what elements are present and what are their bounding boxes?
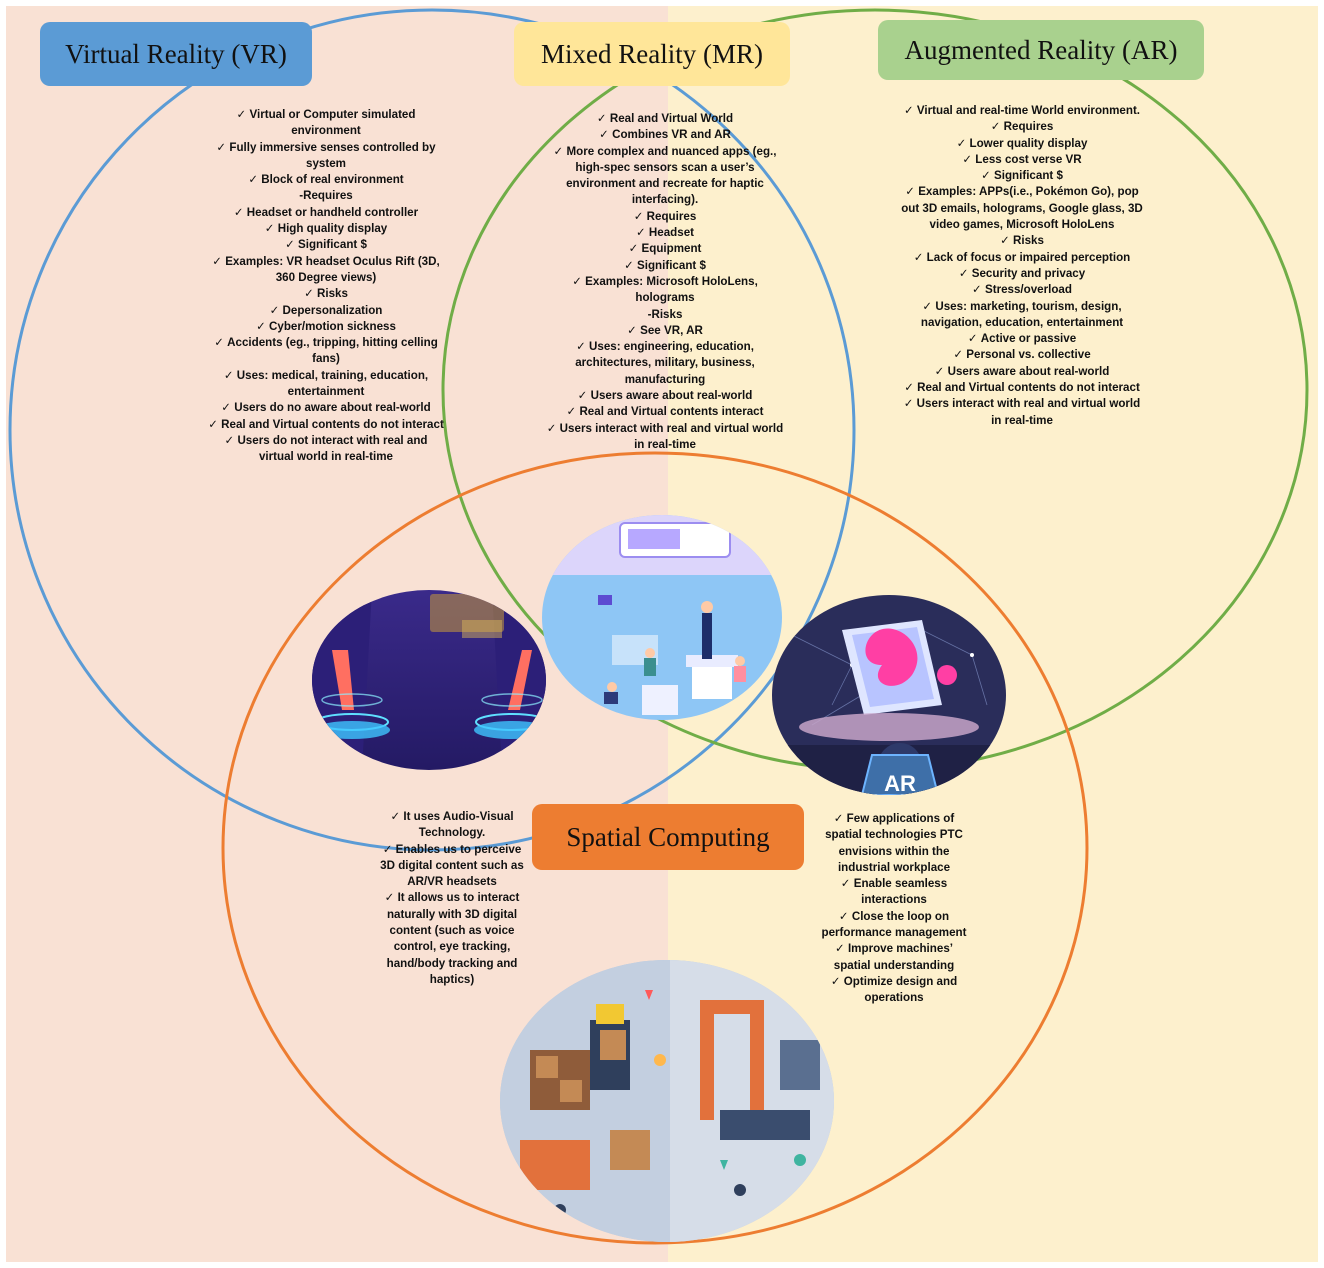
- list-item: Significant $: [545, 258, 785, 274]
- list-item: Users interact with real and virtual wor…: [545, 421, 785, 454]
- list-item: Examples: VR headset Oculus Rift (3D, 36…: [206, 254, 446, 287]
- list-item: Enable seamless interactions: [816, 876, 972, 909]
- list-item: Enables us to perceive 3D digital conten…: [376, 842, 528, 891]
- list-item: It uses Audio-Visual Technology.: [376, 809, 528, 842]
- list-item: Uses: medical, training, education, ente…: [206, 368, 446, 401]
- list-item: Block of real environment: [206, 172, 446, 188]
- list-item: Equipment: [545, 241, 785, 257]
- list-item: Active or passive: [900, 331, 1144, 347]
- list-item: Risks: [206, 286, 446, 302]
- list-item: -Requires: [299, 189, 353, 203]
- list-item: Close the loop on performance management: [816, 909, 972, 942]
- list-item: Security and privacy: [900, 266, 1144, 282]
- list-item: Virtual and real-time World environment.: [900, 103, 1144, 119]
- list-item: Cyber/motion sickness: [206, 319, 446, 335]
- list-item: Headset: [545, 225, 785, 241]
- list-item: Requires: [545, 209, 785, 225]
- list-item: Personal vs. collective: [900, 347, 1144, 363]
- ar-feature-list: Virtual and real-time World environment.…: [900, 103, 1144, 429]
- list-item: Uses: engineering, education, architectu…: [545, 339, 785, 388]
- ar-title-box: Augmented Reality (AR): [878, 20, 1204, 80]
- mr-feature-list: Real and Virtual World Combines VR and A…: [545, 111, 785, 453]
- list-item: Significant $: [206, 237, 446, 253]
- list-item: Examples: APPs(i.e., Pokémon Go), pop ou…: [900, 184, 1144, 233]
- list-item: Less cost verse VR: [900, 152, 1144, 168]
- spatial-title: Spatial Computing: [566, 821, 770, 852]
- list-item: -Risks: [647, 307, 683, 321]
- list-item: More complex and nuanced apps (eg., high…: [545, 144, 785, 209]
- list-item: Examples: Microsoft HoloLens, holograms: [545, 274, 785, 307]
- list-item: Accidents (eg., tripping, hitting cellin…: [206, 335, 446, 368]
- list-item: Fully immersive senses controlled by sys…: [206, 140, 446, 173]
- list-item: Users do no aware about real-world: [206, 400, 446, 416]
- list-item: Combines VR and AR: [545, 127, 785, 143]
- list-item: Lack of focus or impaired perception: [900, 250, 1144, 266]
- vr-illustration: [312, 590, 546, 770]
- list-item: Real and Virtual World: [545, 111, 785, 127]
- list-item: Users aware about real-world: [900, 364, 1144, 380]
- list-item: Few applications of spatial technologies…: [816, 811, 972, 876]
- spatial-right-list: Few applications of spatial technologies…: [816, 811, 972, 1007]
- spatial-illustration: [500, 960, 834, 1242]
- list-item: It allows us to interact naturally with …: [376, 890, 528, 988]
- mr-title-box: Mixed Reality (MR): [514, 22, 790, 86]
- list-item: Real and Virtual contents do not interac…: [206, 417, 446, 433]
- mr-title: Mixed Reality (MR): [541, 38, 763, 69]
- mr-illustration: [542, 515, 782, 720]
- list-item: Virtual or Computer simulated environmen…: [206, 107, 446, 140]
- spatial-title-box: Spatial Computing: [532, 804, 804, 870]
- list-item: Real and Virtual contents do not interac…: [900, 380, 1144, 396]
- list-item: Optimize design and operations: [816, 974, 972, 1007]
- list-item: Users aware about real-world: [545, 388, 785, 404]
- list-item: High quality display: [206, 221, 446, 237]
- vr-feature-list: Virtual or Computer simulated environmen…: [206, 107, 446, 466]
- list-item: Requires: [900, 119, 1144, 135]
- list-item: Users do not interact with real and virt…: [206, 433, 446, 466]
- list-item: Lower quality display: [900, 136, 1144, 152]
- ar-illustration: AR: [772, 595, 1006, 795]
- spatial-left-list: It uses Audio-Visual Technology. Enables…: [376, 809, 528, 988]
- list-item: Improve machines’ spatial understanding: [816, 941, 972, 974]
- list-item: Users interact with real and virtual wor…: [900, 396, 1144, 429]
- list-item: Headset or handheld controller: [206, 205, 446, 221]
- list-item: Risks: [900, 233, 1144, 249]
- list-item: Significant $: [900, 168, 1144, 184]
- list-item: Real and Virtual contents interact: [545, 404, 785, 420]
- list-item: Uses: marketing, tourism, design, naviga…: [900, 299, 1144, 332]
- list-item: Depersonalization: [206, 303, 446, 319]
- ar-title: Augmented Reality (AR): [904, 34, 1178, 65]
- list-item: Stress/overload: [900, 282, 1144, 298]
- vr-title: Virtual Reality (VR): [65, 38, 287, 69]
- list-item: See VR, AR: [545, 323, 785, 339]
- vr-title-box: Virtual Reality (VR): [40, 22, 312, 86]
- ar-badge-text: AR: [884, 771, 916, 795]
